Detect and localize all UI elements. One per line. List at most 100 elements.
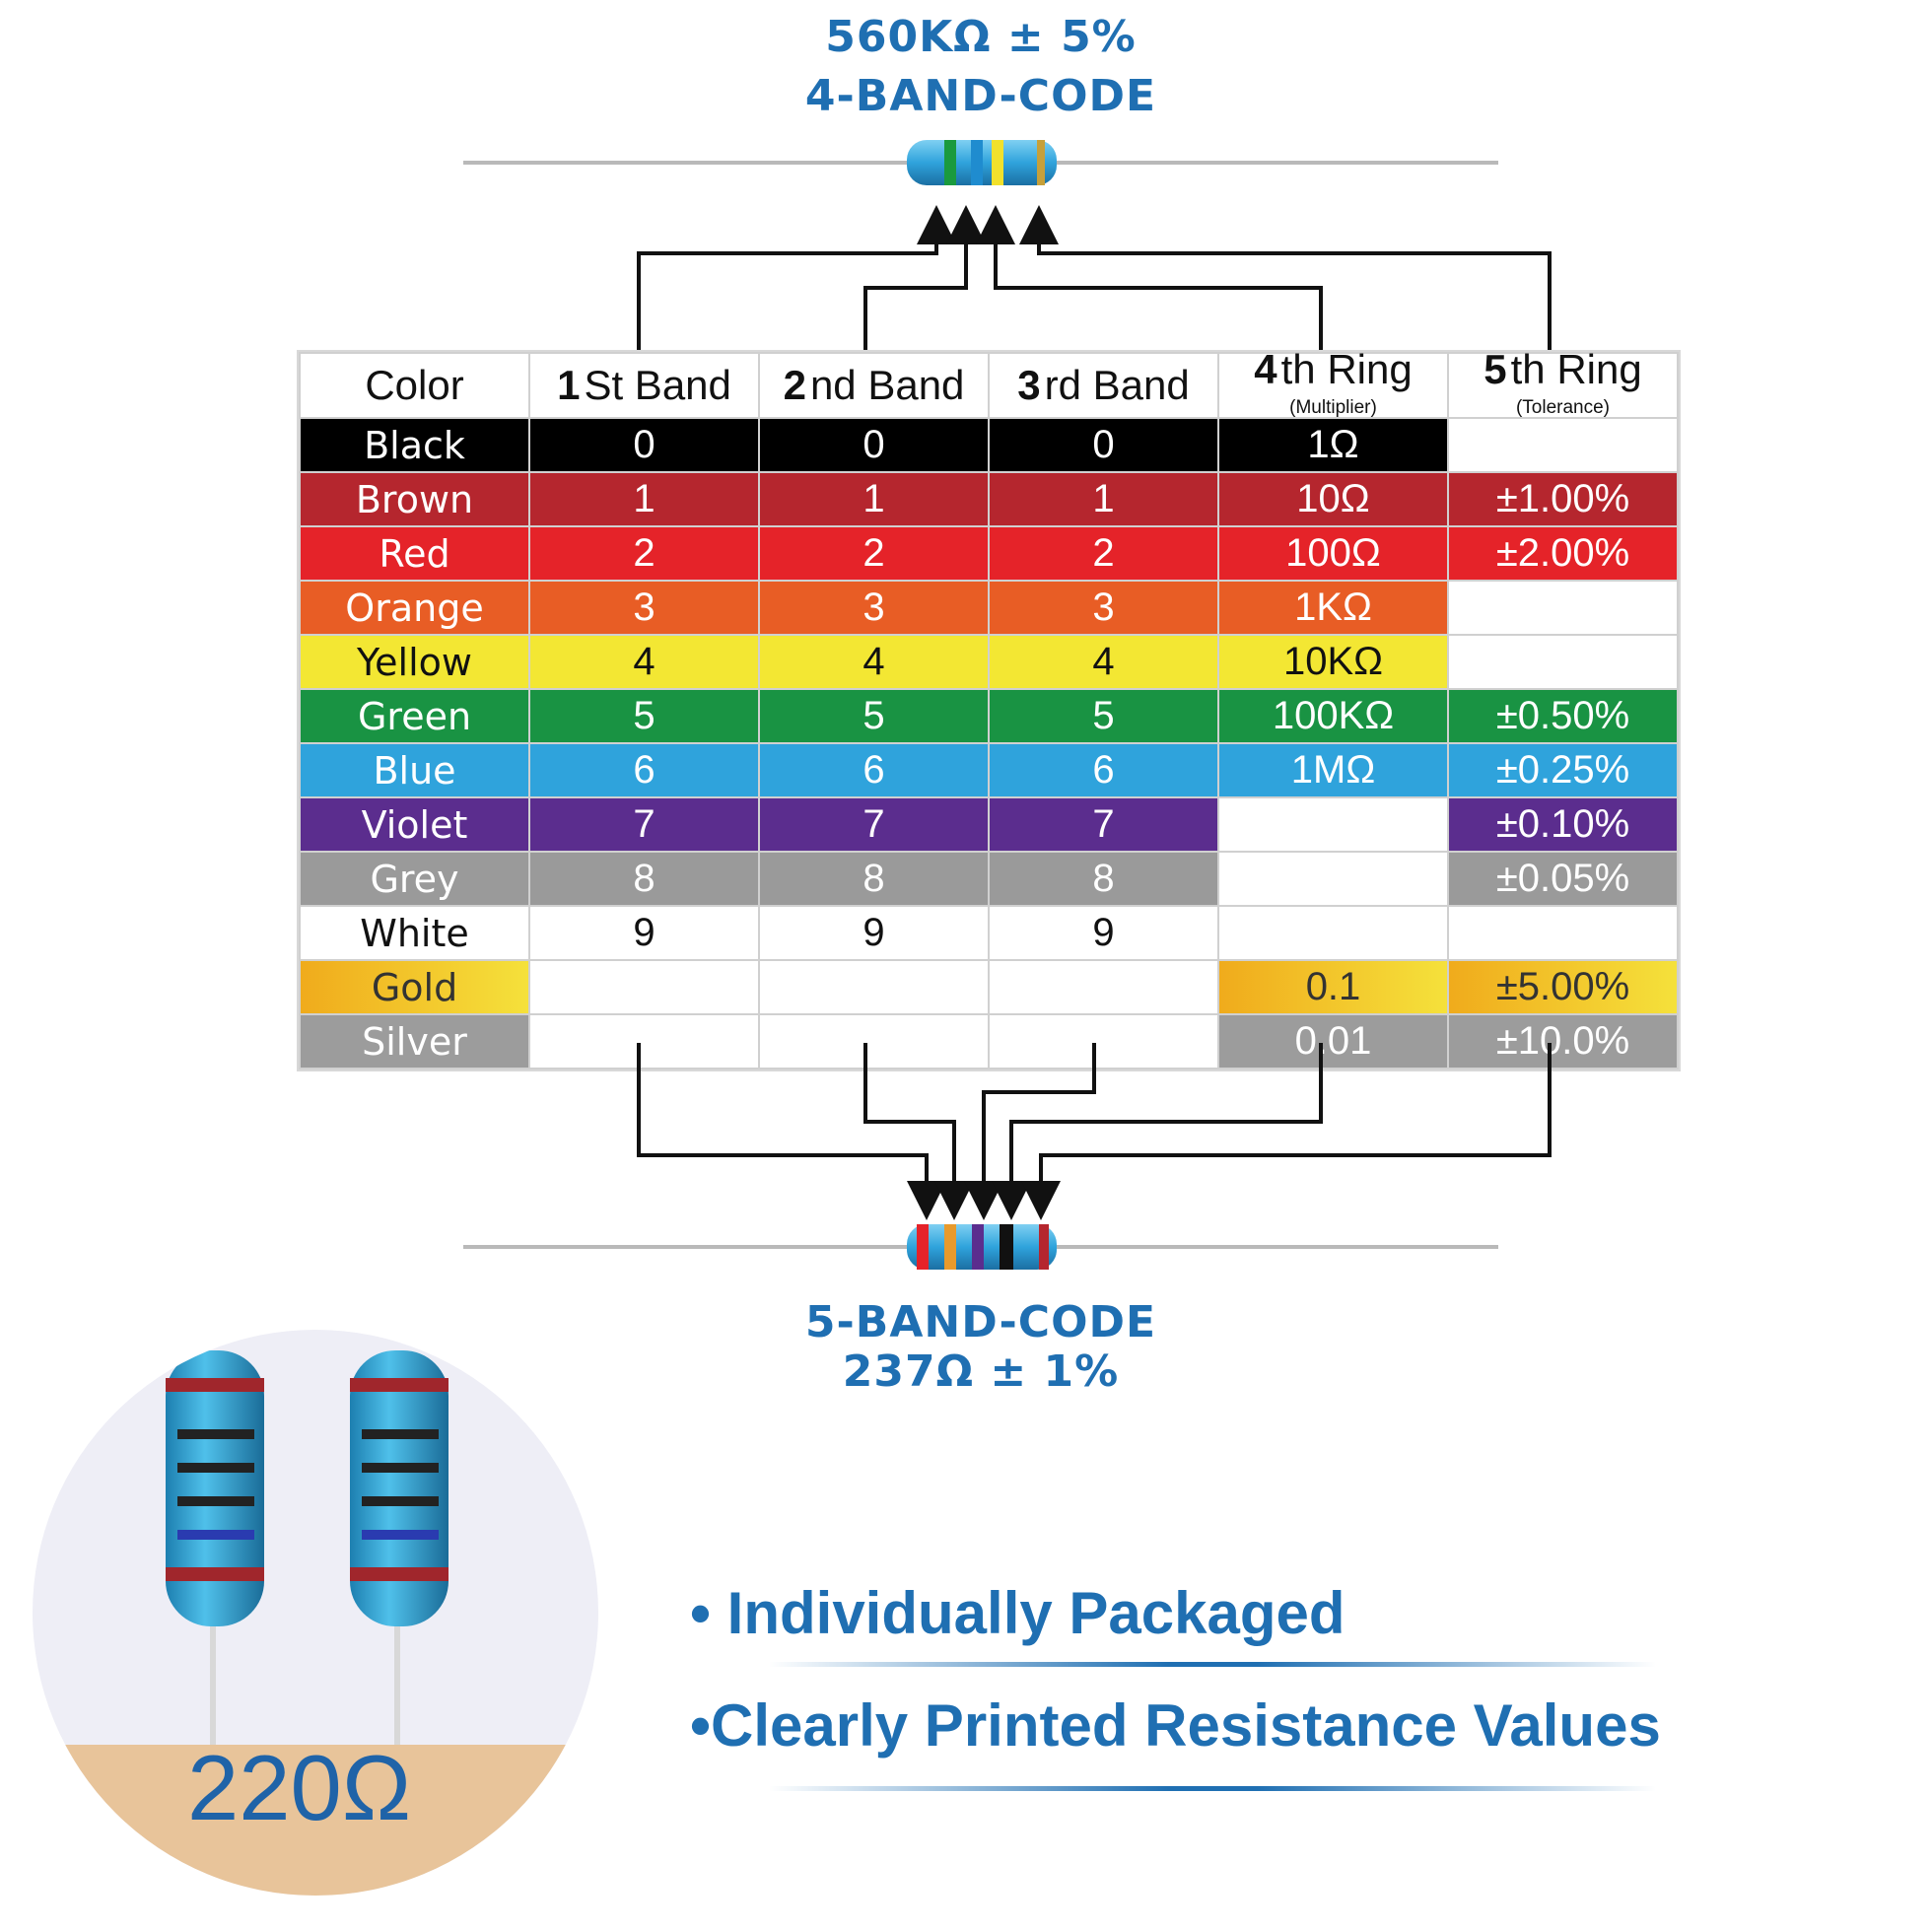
cell-band-2: 1	[758, 471, 990, 527]
cell-multiplier: 10KΩ	[1217, 634, 1449, 690]
cell-band-2: 3	[758, 580, 990, 636]
cell-band-3: 6	[988, 742, 1219, 798]
cell-band-2: 5	[758, 688, 990, 744]
cell-tolerance: ±0.10%	[1447, 796, 1679, 853]
cell-tolerance: ±2.00%	[1447, 525, 1679, 582]
cell-band-2	[758, 959, 990, 1015]
cell-tolerance: ±0.25%	[1447, 742, 1679, 798]
resistor-4-band	[907, 140, 1057, 185]
cell-band-1: 2	[528, 525, 760, 582]
cell-color: Brown	[299, 471, 530, 527]
cell-band-1: 3	[528, 580, 760, 636]
header-color: Color	[299, 352, 530, 419]
table-header-row: Color 1St Band 2nd Band 3rd Band 4th Rin…	[299, 348, 1679, 419]
cell-color: Black	[299, 417, 530, 473]
band-black	[1000, 1224, 1013, 1270]
cell-tolerance: ±0.50%	[1447, 688, 1679, 744]
cell-tolerance: ±5.00%	[1447, 959, 1679, 1015]
cell-color: Silver	[299, 1013, 530, 1070]
cell-color: Violet	[299, 796, 530, 853]
cell-band-1	[528, 1013, 760, 1070]
band-blue	[971, 140, 983, 185]
feature-individually-packaged: • Individually Packaged	[690, 1580, 1346, 1646]
cell-tolerance	[1447, 580, 1679, 636]
cell-band-1: 0	[528, 417, 760, 473]
cell-band-1: 4	[528, 634, 760, 690]
cell-multiplier: 100KΩ	[1217, 688, 1449, 744]
cell-band-1: 8	[528, 851, 760, 907]
cell-color: Grey	[299, 851, 530, 907]
cell-color: Red	[299, 525, 530, 582]
cell-tolerance	[1447, 905, 1679, 961]
cell-band-1: 7	[528, 796, 760, 853]
cell-multiplier	[1217, 905, 1449, 961]
cell-band-3: 3	[988, 580, 1219, 636]
top-resistance-value: 560KΩ ± 5%	[825, 12, 1137, 62]
band-violet	[972, 1224, 984, 1270]
cell-band-3: 5	[988, 688, 1219, 744]
cell-band-2	[758, 1013, 990, 1070]
cell-band-3	[988, 959, 1219, 1015]
cell-multiplier: 1MΩ	[1217, 742, 1449, 798]
cell-band-2: 9	[758, 905, 990, 961]
cell-color: Orange	[299, 580, 530, 636]
top-band-code-title: 4-BAND-CODE	[804, 71, 1157, 121]
band-orange	[944, 1224, 956, 1270]
cell-band-3: 9	[988, 905, 1219, 961]
cell-tolerance: ±0.05%	[1447, 851, 1679, 907]
cell-band-3: 1	[988, 471, 1219, 527]
cell-tolerance: ±1.00%	[1447, 471, 1679, 527]
bottom-band-code-title: 5-BAND-CODE	[804, 1297, 1157, 1347]
cell-color: Green	[299, 688, 530, 744]
cell-band-1: 1	[528, 471, 760, 527]
cell-color: White	[299, 905, 530, 961]
header-band-2: 2nd Band	[758, 352, 990, 419]
band-green	[944, 140, 956, 185]
header-ring-4: 4th Ring(Multiplier)	[1217, 348, 1449, 419]
cell-tolerance	[1447, 417, 1679, 473]
header-ring-5: 5th Ring(Tolerance)	[1447, 348, 1679, 419]
cell-multiplier	[1217, 796, 1449, 853]
cell-tolerance	[1447, 634, 1679, 690]
divider-line	[769, 1662, 1656, 1667]
cell-multiplier: 0.1	[1217, 959, 1449, 1015]
feature-printed-values: •Clearly Printed Resistance Values	[690, 1692, 1661, 1759]
cell-band-3: 2	[988, 525, 1219, 582]
header-band-3: 3rd Band	[988, 352, 1219, 419]
cell-band-3: 4	[988, 634, 1219, 690]
color-code-table: Color 1St Band 2nd Band 3rd Band 4th Rin…	[299, 348, 1679, 1070]
cell-tolerance: ±10.0%	[1447, 1013, 1679, 1070]
header-band-1: 1St Band	[528, 352, 760, 419]
cell-band-2: 8	[758, 851, 990, 907]
cell-band-3: 0	[988, 417, 1219, 473]
band-red	[917, 1224, 929, 1270]
cell-multiplier: 1KΩ	[1217, 580, 1449, 636]
cell-band-1: 6	[528, 742, 760, 798]
cell-multiplier: 10Ω	[1217, 471, 1449, 527]
bottom-resistance-value: 237Ω ± 1%	[842, 1346, 1120, 1397]
cell-band-3: 7	[988, 796, 1219, 853]
cell-band-3: 8	[988, 851, 1219, 907]
divider-line	[769, 1786, 1656, 1791]
cell-band-1: 9	[528, 905, 760, 961]
cell-multiplier: 100Ω	[1217, 525, 1449, 582]
band-yellow	[992, 140, 1003, 185]
cell-color: Yellow	[299, 634, 530, 690]
band-gold	[1037, 140, 1045, 185]
cell-color: Gold	[299, 959, 530, 1015]
cell-band-1	[528, 959, 760, 1015]
cell-multiplier: 0.01	[1217, 1013, 1449, 1070]
photo-value-label: 220Ω	[187, 1736, 412, 1839]
four-band-resistor-diagram	[463, 140, 1552, 350]
cell-multiplier: 1Ω	[1217, 417, 1449, 473]
table-row: Gold 0.1±5.00%	[299, 959, 1679, 1015]
